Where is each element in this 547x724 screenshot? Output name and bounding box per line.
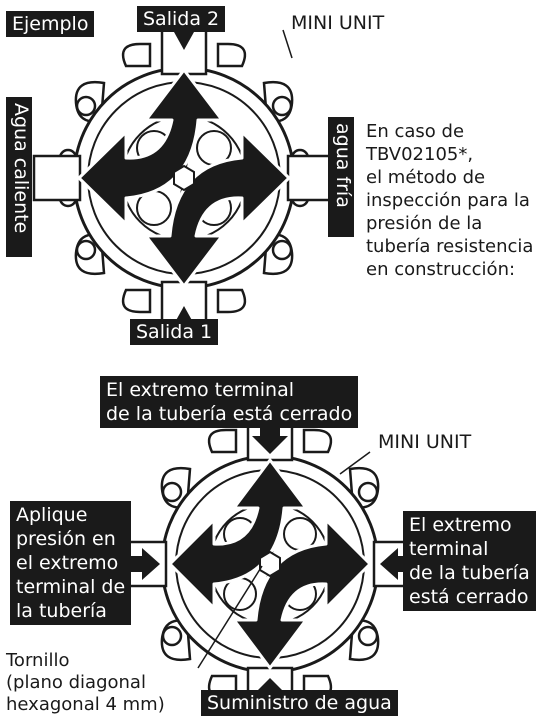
- mini-unit-label-bottom: MINI UNIT: [378, 431, 472, 453]
- outlet-1-label: Salida 1: [130, 319, 219, 345]
- mini-unit-leader-top: [282, 29, 293, 59]
- outlet-2-label: Salida 2: [137, 6, 226, 32]
- cold-water-label: agua fría: [328, 117, 354, 237]
- inspection-note: En caso de TBV02105*, el método de inspe…: [366, 121, 534, 280]
- water-supply-label: Suministro de agua: [201, 690, 398, 716]
- hot-water-label: Agua caliente: [6, 97, 32, 257]
- apply-pressure-label: Aplique presión en el extremo terminal d…: [10, 501, 132, 625]
- screw-note: Tornillo (plano diagonal hexagonal 4 mm): [6, 650, 165, 715]
- closed-end-right-label: El extremo terminal de la tubería está c…: [403, 511, 536, 611]
- example-tag: Ejemplo: [6, 11, 95, 37]
- mini-unit-leader-bottom: [339, 451, 371, 475]
- mini-unit-top: [32, 26, 336, 330]
- mini-unit-bottom: [120, 414, 420, 708]
- screw-leader: [197, 565, 263, 669]
- closed-end-top-label: El extremo terminal de la tubería está c…: [100, 376, 359, 428]
- mini-unit-label-top: MINI UNIT: [291, 12, 385, 34]
